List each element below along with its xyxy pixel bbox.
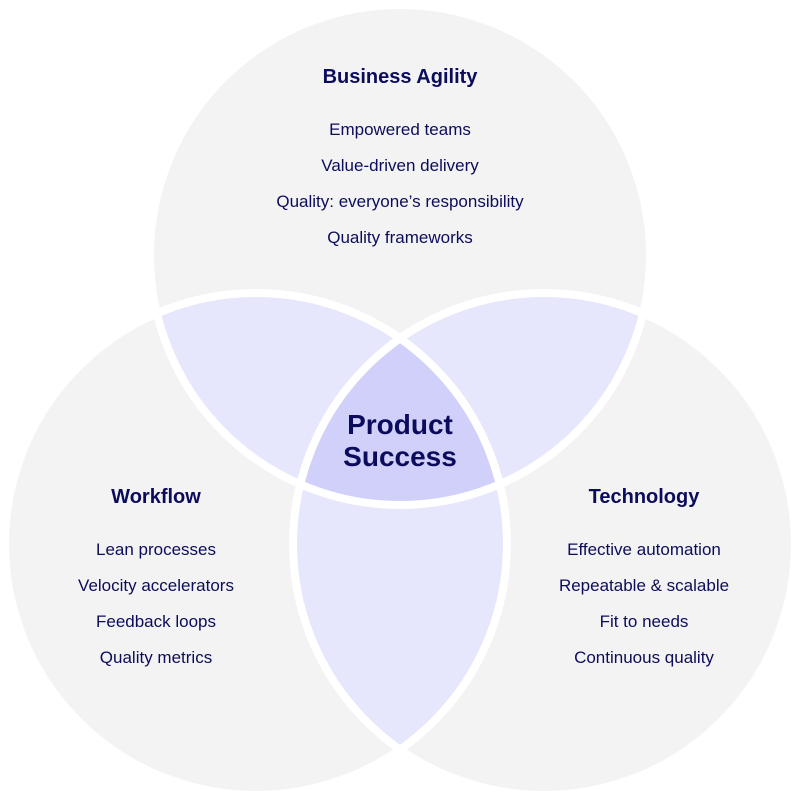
list-item: Continuous quality (574, 648, 714, 667)
list-item: Repeatable & scalable (558, 576, 730, 595)
overlap-center (293, 293, 507, 505)
list-item: Quality frameworks (327, 228, 473, 247)
center-line-1: Product (347, 409, 453, 440)
list-item: Feedback loops (95, 612, 217, 631)
business-agility-title: Business Agility (322, 66, 478, 88)
list-item: Value-driven delivery (321, 156, 479, 175)
product-success-label: Product Success (343, 409, 457, 473)
list-item: Quality metrics (99, 648, 213, 667)
technology-list: Effective automation Repeatable & scalab… (559, 532, 729, 676)
list-item: Fit to needs (599, 612, 689, 631)
list-item: Empowered teams (329, 120, 471, 139)
list-item: Quality: everyone’s responsibility (276, 192, 524, 211)
technology-title: Technology (588, 486, 700, 508)
list-item: Lean processes (95, 540, 217, 559)
center-line-2: Success (343, 441, 457, 472)
list-item: Effective automation (567, 540, 721, 559)
business-agility-list: Empowered teams Value-driven delivery Qu… (276, 112, 523, 256)
workflow-list: Lean processes Velocity accelerators Fee… (78, 532, 234, 676)
workflow-title: Workflow (111, 486, 201, 508)
list-item: Velocity accelerators (78, 576, 234, 595)
